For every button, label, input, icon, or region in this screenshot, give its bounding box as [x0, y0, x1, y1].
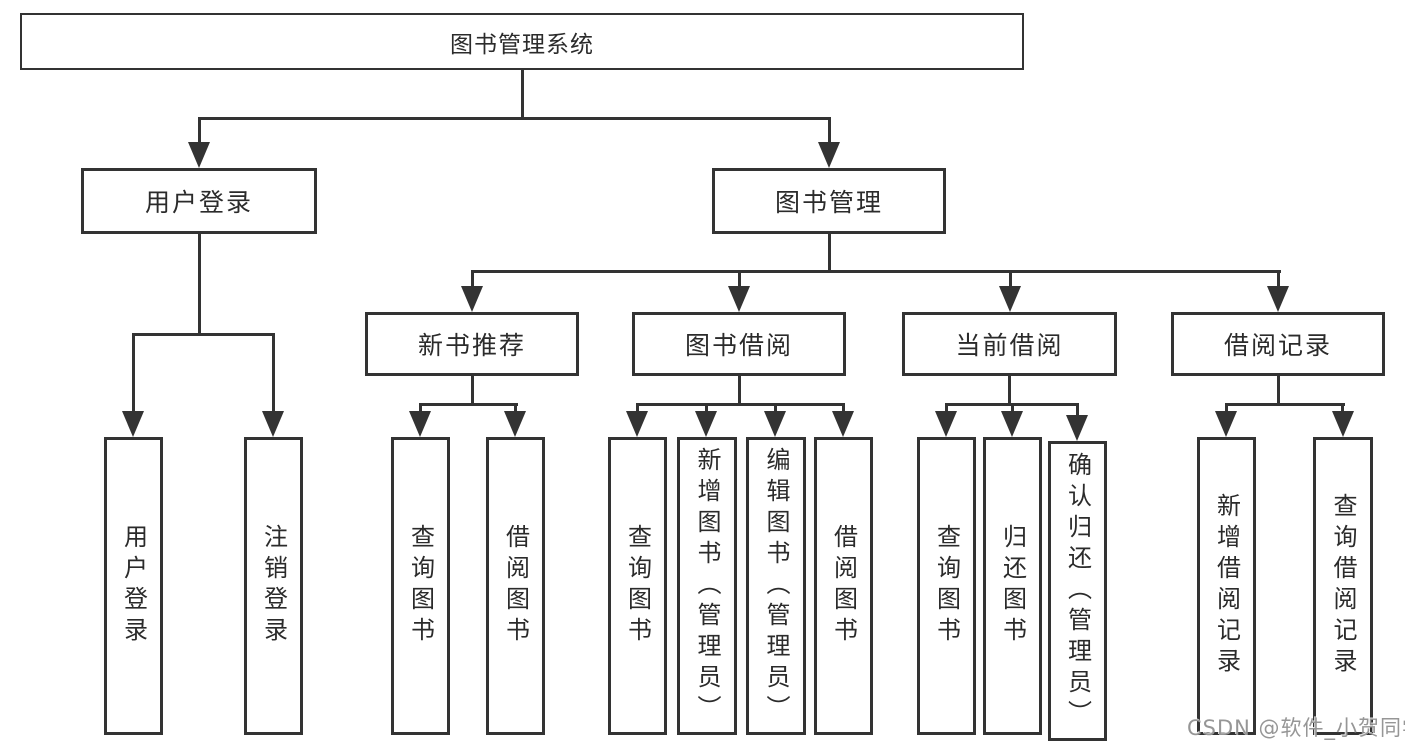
arrow-down-icon [818, 142, 840, 168]
arrow-down-icon [504, 411, 526, 437]
connector-hline [1225, 403, 1345, 406]
arrow-down-icon [122, 411, 144, 437]
connector-vline [774, 403, 777, 413]
leaf-query-books-borrowing: 查询图书 [608, 437, 667, 735]
arrow-down-icon [728, 286, 750, 312]
connector-hline [132, 333, 274, 336]
arrow-down-icon [409, 411, 431, 437]
connector-vline [198, 117, 201, 145]
node-book-management: 图书管理 [712, 168, 946, 234]
node-label: 图书借阅 [684, 331, 793, 360]
connector-vline [1009, 270, 1012, 288]
node-label: 确认归还（管理员） [1063, 451, 1092, 731]
connector-vline [1076, 403, 1079, 415]
arrow-down-icon [935, 411, 957, 437]
connector-vline [705, 403, 708, 413]
connector-vline [198, 234, 201, 336]
arrow-down-icon [999, 286, 1021, 312]
connector-hline [471, 270, 1281, 273]
connector-vline [842, 403, 845, 413]
arrow-down-icon [1332, 411, 1354, 437]
leaf-borrow-books-borrowing: 借阅图书 [814, 437, 873, 735]
connector-hline [198, 117, 831, 120]
arrow-down-icon [1267, 286, 1289, 312]
arrow-down-icon [764, 411, 786, 437]
node-label: 当前借阅 [955, 331, 1064, 360]
connector-vline [1011, 403, 1014, 413]
node-borrowing-records: 借阅记录 [1171, 312, 1385, 376]
node-label: 查询图书 [932, 524, 961, 648]
connector-vline [471, 376, 474, 405]
node-label: 借阅图书 [829, 524, 858, 648]
node-new-book-recommendation: 新书推荐 [365, 312, 579, 376]
node-label: 注销登录 [259, 524, 288, 648]
leaf-add-borrow-record: 新增借阅记录 [1197, 437, 1256, 735]
node-current-borrowing: 当前借阅 [902, 312, 1117, 376]
leaf-add-books-admin: 新增图书（管理员） [677, 437, 737, 735]
node-label: 新增图书（管理员） [693, 446, 721, 726]
arrow-down-icon [188, 142, 210, 168]
connector-vline [1277, 270, 1280, 288]
connector-hline [636, 403, 845, 406]
arrow-down-icon [626, 411, 648, 437]
arrow-down-icon [262, 411, 284, 437]
arrow-down-icon [1215, 411, 1237, 437]
node-label: 借阅记录 [1223, 331, 1332, 360]
node-book-borrowing: 图书借阅 [632, 312, 846, 376]
node-label: 用户登录 [144, 188, 253, 217]
connector-vline [514, 403, 517, 413]
connector-vline [828, 117, 831, 145]
connector-vline [1277, 376, 1280, 405]
connector-vline [828, 234, 831, 272]
connector-vline [471, 270, 474, 288]
leaf-query-borrow-record: 查询借阅记录 [1313, 437, 1373, 735]
node-label: 用户登录 [119, 524, 148, 648]
connector-vline [272, 333, 275, 413]
connector-vline [521, 70, 524, 118]
leaf-logout: 注销登录 [244, 437, 303, 735]
leaf-user-login: 用户登录 [104, 437, 163, 735]
arrow-down-icon [695, 411, 717, 437]
node-label: 归还图书 [998, 524, 1027, 648]
arrow-down-icon [832, 411, 854, 437]
connector-vline [1008, 376, 1011, 405]
node-label: 新书推荐 [417, 331, 526, 360]
leaf-confirm-return-admin: 确认归还（管理员） [1048, 441, 1107, 741]
connector-vline [419, 403, 422, 413]
node-label: 查询图书 [406, 524, 435, 648]
csdn-watermark: CSDN @软件_小贺同学 [1187, 716, 1405, 740]
leaf-query-books-recommend: 查询图书 [391, 437, 450, 735]
connector-vline [1341, 403, 1344, 413]
node-label: 编辑图书（管理员） [762, 446, 790, 726]
connector-vline [738, 270, 741, 288]
node-label: 查询图书 [623, 524, 652, 648]
node-label: 借阅图书 [501, 524, 530, 648]
node-library-management-system: 图书管理系统 [20, 13, 1024, 70]
leaf-borrow-books-recommend: 借阅图书 [486, 437, 545, 735]
connector-vline [1225, 403, 1228, 413]
node-user-login: 用户登录 [81, 168, 317, 234]
connector-vline [945, 403, 948, 413]
arrow-down-icon [461, 286, 483, 312]
node-label: 查询借阅记录 [1329, 493, 1357, 679]
node-label: 图书管理 [774, 188, 883, 217]
leaf-edit-books-admin: 编辑图书（管理员） [746, 437, 806, 735]
connector-vline [636, 403, 639, 413]
connector-vline [738, 376, 741, 405]
leaf-query-books-current: 查询图书 [917, 437, 976, 735]
arrow-down-icon [1001, 411, 1023, 437]
connector-hline [419, 403, 518, 406]
node-label: 图书管理系统 [450, 31, 594, 58]
leaf-return-books: 归还图书 [983, 437, 1042, 735]
connector-vline [132, 333, 135, 413]
node-label: 新增借阅记录 [1212, 493, 1241, 679]
arrow-down-icon [1066, 415, 1088, 441]
